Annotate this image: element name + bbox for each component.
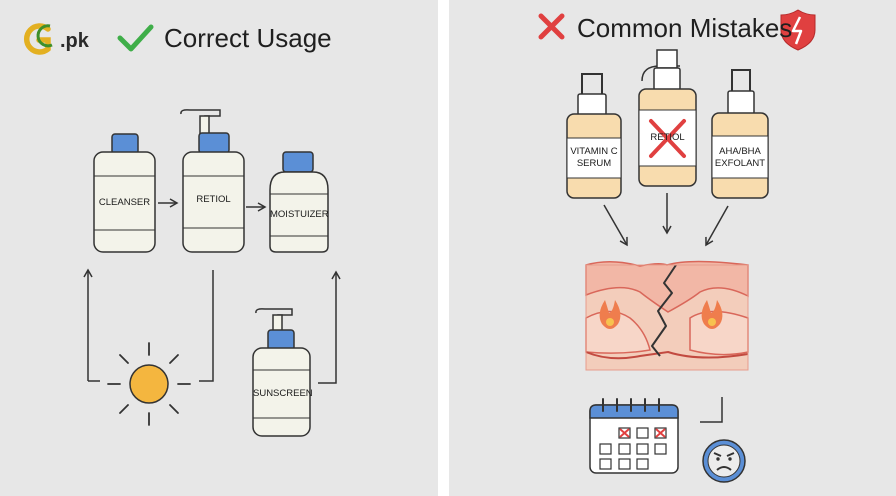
sunscreen-bottle: [252, 308, 311, 437]
correct-usage-heading: Correct Usage: [164, 23, 332, 53]
x-mark-icon: [649, 119, 686, 158]
sunscreen-label: SUNSCREEN: [253, 388, 313, 399]
cleanser-bottle: [93, 133, 156, 253]
retinol-label: RETIOL: [196, 194, 231, 205]
x-mark-icon: [538, 13, 565, 40]
vitamin-c-label-line2: SERUM: [576, 158, 612, 169]
aha-label-line2: EXFOLANT: [714, 158, 766, 169]
aha-label-line1: AHA/BHA: [719, 146, 761, 157]
broken-heart-shield-icon: [780, 9, 816, 51]
angry-face-icon: [702, 439, 746, 483]
retinol-mistake-label: RETIOL: [650, 132, 685, 143]
connector-bracket: [700, 397, 723, 423]
moisturizer-label: MOISTUIZER: [270, 209, 329, 220]
calendar-icon: [589, 398, 679, 474]
aha-bha-exfoliant-bottle: [711, 69, 769, 199]
sun-icon: [107, 342, 191, 426]
mistake-arrows: [603, 193, 729, 247]
flow-arrows: [83, 198, 341, 384]
vitamin-c-serum-bottle: [566, 73, 622, 199]
common-mistakes-heading: Common Mistakes: [577, 13, 793, 43]
moisturizer-bottle: [269, 151, 329, 253]
check-icon: [117, 24, 154, 52]
logo-text: .pk: [60, 30, 89, 52]
vitamin-c-label-line1: VITAMIN C: [570, 146, 618, 157]
cleanser-label: CLEANSER: [98, 197, 151, 208]
retinol-pump-bottle: [180, 109, 245, 253]
logo-icon: [23, 23, 53, 55]
cracked-skin-icon: [585, 260, 749, 371]
retinol-mistake-bottle: [638, 49, 697, 187]
